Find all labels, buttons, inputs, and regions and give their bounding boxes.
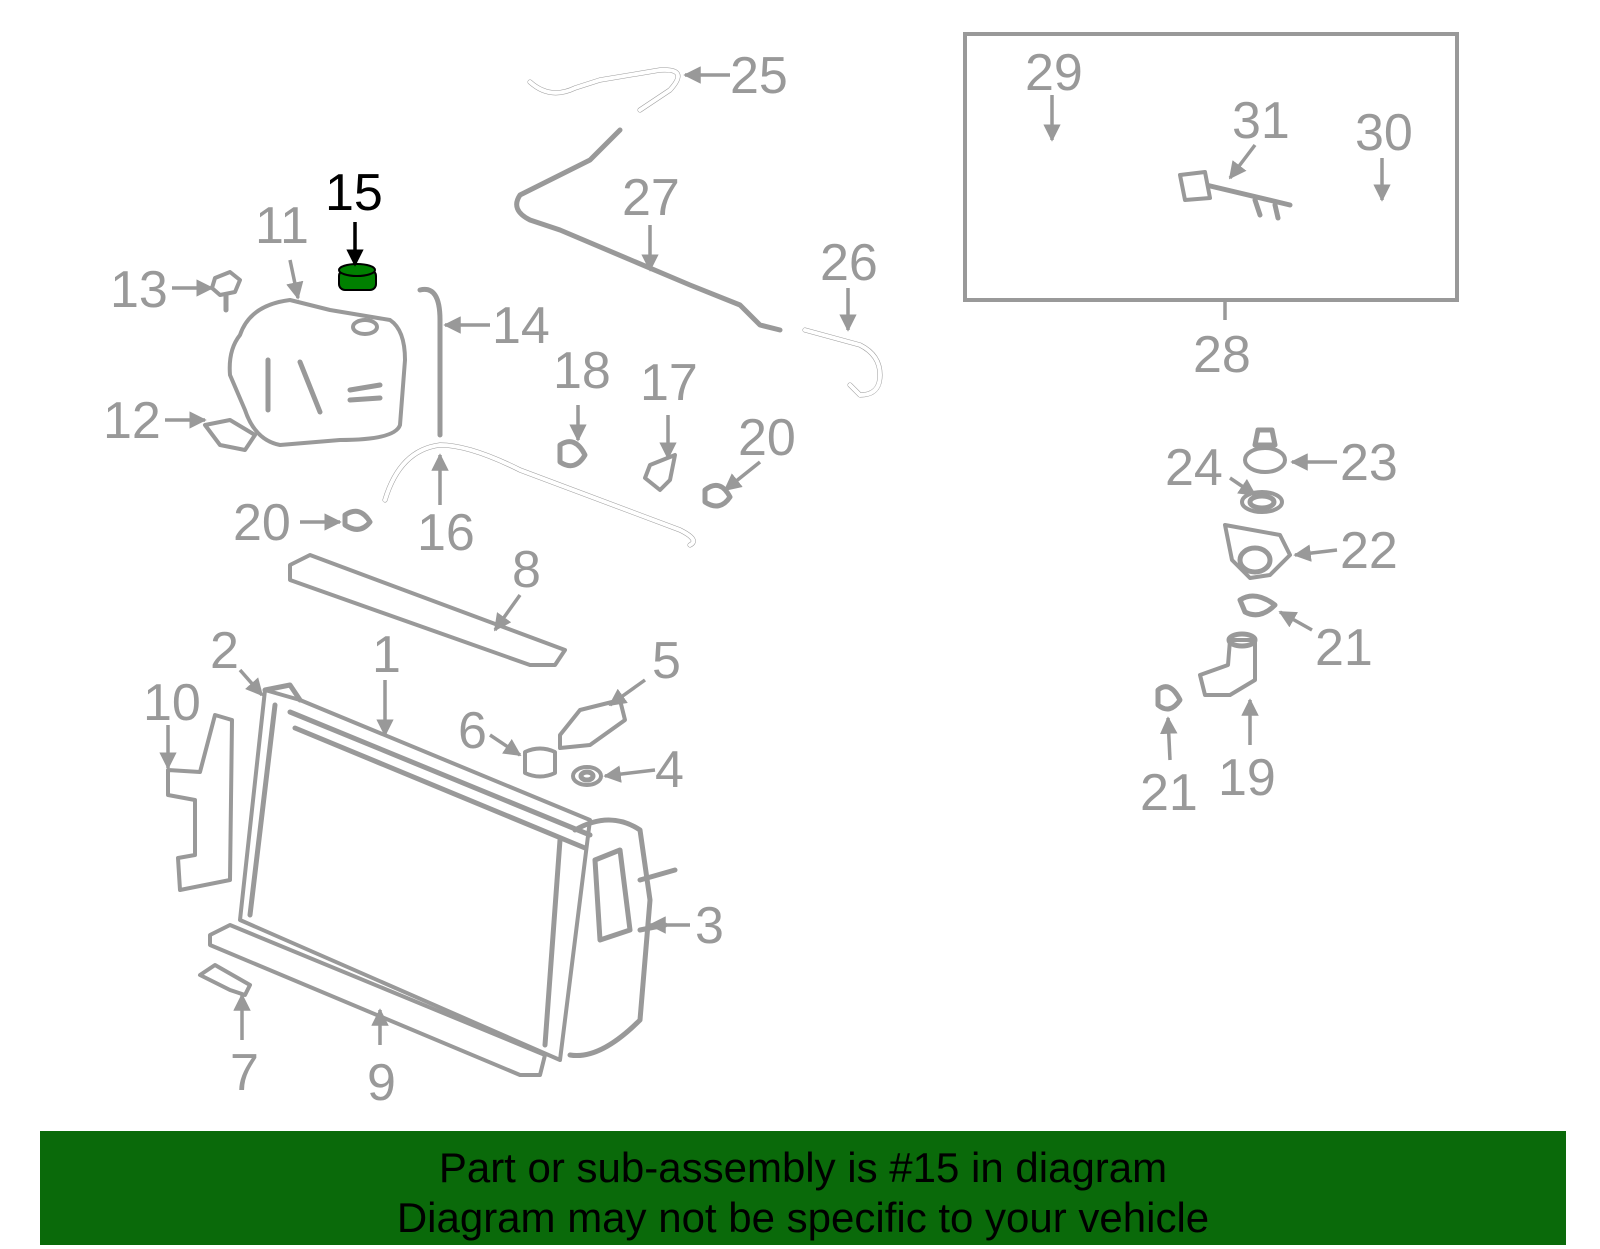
callout-21-lower: 21: [1140, 764, 1198, 822]
callout-5: 5: [652, 632, 681, 690]
callout-17: 17: [640, 354, 698, 412]
baffle-part-10: [166, 713, 234, 892]
callout-11: 11: [255, 197, 309, 255]
hose-part-16-inner: [383, 442, 696, 547]
clamp-part-20-left: [342, 508, 373, 532]
bracket-part-5: [558, 698, 627, 750]
hose-part-30-inner: [1322, 197, 1423, 263]
leader-arrows: [159, 66, 1391, 1045]
pipe-part-27: [514, 127, 783, 333]
callout-20-right: 20: [738, 409, 796, 467]
callout-15: 15: [325, 164, 383, 222]
housing-part-22: [1223, 523, 1292, 580]
radiator-part-1: [238, 688, 678, 1062]
callout-26: 26: [820, 234, 878, 292]
callout-21-upper: 21: [1315, 619, 1373, 677]
callout-1: 1: [372, 626, 401, 684]
callout-18: 18: [553, 342, 611, 400]
reservoir-detail: [265, 357, 383, 415]
hose-part-29-inner: [982, 161, 1153, 193]
callout-3: 3: [695, 897, 724, 955]
callout-12: 12: [103, 392, 161, 450]
insulator-part-6: [523, 746, 557, 779]
clamp-part-20-right: [702, 482, 733, 509]
callout-24: 24: [1165, 439, 1223, 497]
reservoir-part-11: [227, 298, 407, 447]
cap-part-23: [1243, 427, 1287, 474]
callout-4: 4: [655, 741, 684, 799]
inset-box: [963, 32, 1459, 302]
callout-7: 7: [230, 1044, 259, 1102]
cap-part-15: [338, 263, 377, 291]
clamp-part-21-upper: [1237, 593, 1278, 618]
hose-part-26-inner: [803, 328, 883, 398]
callout-14: 14: [492, 297, 550, 355]
callout-29: 29: [1025, 44, 1083, 102]
callout-2: 2: [210, 622, 239, 680]
callout-10: 10: [143, 674, 201, 732]
gasket-part-24-inner: [1247, 493, 1277, 511]
insulator-part-4-hole: [578, 769, 596, 783]
hose-part-30: [1322, 197, 1423, 263]
callout-20-left: 20: [233, 494, 291, 552]
reservoir-neck: [351, 318, 379, 336]
hose-part-25: [527, 67, 681, 113]
callout-13: 13: [110, 261, 168, 319]
banner-line-2: Diagram may not be specific to your vehi…: [396, 1194, 1210, 1241]
pipe-part-19: [1198, 631, 1258, 697]
callout-30: 30: [1355, 104, 1413, 162]
callout-6: 6: [458, 702, 487, 760]
bolt-part-13: [210, 270, 242, 313]
hose-part-25-inner: [528, 67, 680, 112]
callout-27: 27: [622, 169, 680, 227]
callout-19: 19: [1218, 749, 1276, 807]
seal-part-9: [208, 923, 547, 1077]
banner-line-1: Part or sub-assembly is #15 in diagram: [438, 1144, 1168, 1191]
bracket-part-2: [262, 682, 303, 703]
callout-9: 9: [367, 1054, 396, 1112]
callout-8: 8: [512, 541, 541, 599]
bracket-part-12: [203, 418, 257, 452]
callout-25: 25: [730, 47, 788, 105]
insulator-part-4: [571, 765, 603, 787]
callout-22: 22: [1340, 522, 1398, 580]
clamp-part-18: [557, 439, 588, 469]
callout-23: 23: [1340, 434, 1398, 492]
pipe-part-31: [1178, 170, 1293, 221]
clamp-part-21-lower: [1155, 684, 1183, 712]
seal-part-8: [288, 553, 567, 667]
callout-labels: 1 2 3 4 5 6 7 8 9 10 11 12 13 14 15 16 1…: [103, 44, 1413, 1112]
parts-diagram: 1 2 3 4 5 6 7 8 9 10 11 12 13 14 15 16 1…: [103, 32, 1459, 1112]
callout-31: 31: [1232, 92, 1290, 150]
info-banner: Part or sub-assembly is #15 in diagram D…: [40, 1131, 1566, 1245]
hose-part-14: [417, 286, 443, 438]
clip-part-7: [198, 963, 252, 997]
clamp-part-17: [643, 453, 677, 492]
callout-28: 28: [1193, 326, 1251, 384]
callout-16: 16: [417, 504, 475, 562]
